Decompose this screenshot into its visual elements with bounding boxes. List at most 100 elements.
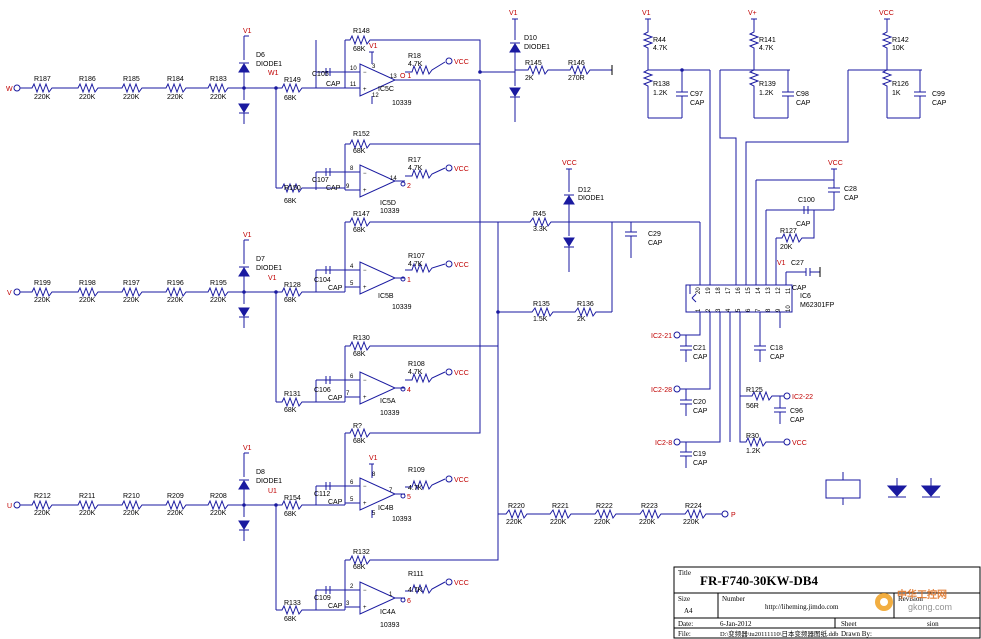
p-res-1-val: 220K	[506, 519, 523, 526]
ic5b-pin-plus: 5	[350, 281, 354, 287]
r145-val: 2K	[525, 75, 534, 82]
ic5b-rout-val: 4.7K	[408, 261, 423, 268]
c20-ref: C20	[693, 399, 706, 406]
ic5d-pin-minus: 8	[350, 166, 354, 172]
title-block: Title FR-F740-30KW-DB4 Size A4 Number ht…	[673, 566, 981, 639]
ic5a-cap-val: CAP	[328, 395, 343, 402]
ic6-pin-18: 18	[716, 287, 722, 294]
p-res-2-val: 220K	[550, 519, 567, 526]
ic6-pin-6: 6	[746, 308, 752, 312]
c97-ref: C97	[690, 91, 703, 98]
d12-ref: D12	[578, 187, 591, 194]
d12-lower-diode-icon	[563, 237, 575, 247]
sample-diode-1-icon	[886, 485, 908, 497]
w-v1-rail-label: V1	[243, 28, 252, 35]
r141-ref: R141	[759, 37, 776, 44]
c27-val: CAP	[792, 285, 807, 292]
u-input-section: U R212 220K R211 220K R210 220K R209 220…	[7, 445, 282, 541]
ic5c-plus: +	[363, 87, 367, 93]
ic2-22-label: IC2-22	[792, 394, 813, 401]
ic6-pin-1: 1	[696, 308, 702, 312]
ic5d-plus: +	[363, 188, 367, 194]
p-res-3-val: 220K	[594, 519, 611, 526]
opamp-stage-ic4b: R154 68K − + R? 68K C112 CAP 6 5 8 5 7 I…	[275, 144, 481, 610]
ic4b-plus: +	[363, 501, 367, 507]
v-res-5-ref: R195	[210, 280, 227, 287]
ic4b-vcc-label: VCC	[454, 477, 469, 484]
ic5a-cap-ref: C106	[314, 387, 331, 394]
ic5d-rf-ref: R152	[353, 131, 370, 138]
d7-ref: D7	[256, 256, 265, 263]
u-res-1-ref: R212	[34, 493, 51, 500]
u-res-5-val: 220K	[210, 510, 227, 517]
d10-v1-label: V1	[509, 10, 518, 17]
u-res-5-ref: R208	[210, 493, 227, 500]
c99-val: CAP	[932, 100, 947, 107]
c98-val: CAP	[796, 100, 811, 107]
ic5d-rf-val: 68K	[353, 148, 366, 155]
title-label: Title	[678, 569, 691, 577]
ic2-22-terminal[interactable]	[783, 392, 791, 400]
ic5c-cap-val: CAP	[326, 81, 341, 88]
r138-ref: R138	[653, 81, 670, 88]
w-input-terminal[interactable]	[13, 84, 21, 92]
ic6-pin-4: 4	[726, 308, 732, 312]
ic6-pin-9: 9	[776, 308, 782, 312]
r139-val: 1.2K	[759, 90, 774, 97]
r125-val: 56R	[746, 403, 759, 410]
p-res-5-ref: R224	[685, 503, 702, 510]
number-label: Number	[722, 595, 746, 603]
div1-v1-label: V1	[642, 10, 651, 17]
ic2-28-terminal[interactable]	[673, 385, 681, 393]
u-input-terminal[interactable]	[13, 501, 21, 509]
ic6-pin-2: 2	[706, 308, 712, 312]
c27-ref: C27	[791, 260, 804, 267]
ic4a-rf-ref: R132	[353, 549, 370, 556]
ic5a-rout-val: 4.7K	[408, 369, 423, 376]
drawn-by-label: Drawn By:	[841, 630, 872, 638]
v-input-section: V R199 220K R198 220K R197 220K R196 220…	[7, 232, 282, 328]
ic6-pin-17: 17	[726, 287, 732, 294]
revision-label: Revision	[898, 595, 923, 603]
ic6-pin-12: 12	[776, 287, 782, 294]
p-output-terminal[interactable]	[721, 510, 729, 518]
ic5c-part: 10339	[392, 100, 412, 107]
v-res-2-ref: R198	[79, 280, 96, 287]
opamp-stage-ic5b: R128 68K − + R147 68K C104 CAP 4 5 IC5B …	[275, 211, 530, 402]
ic6-section: VCC C28 CAP C100 CAP R127 20K V1 C27 CAP	[651, 70, 859, 468]
w-res-5-ref: R183	[210, 76, 227, 83]
ic5b-pin-minus: 4	[350, 264, 354, 270]
watermark-site: gkong.com	[908, 602, 952, 612]
ic5c-minus: −	[363, 70, 367, 76]
ic4b-pin-minus: 6	[350, 480, 354, 486]
c28-vcc-label: VCC	[828, 160, 843, 167]
date-value: 6-Jan-2012	[720, 620, 752, 628]
ic2-21-terminal[interactable]	[673, 331, 681, 339]
u-res-3-val: 220K	[123, 510, 140, 517]
p-res-1-ref: R220	[508, 503, 525, 510]
u-res-3-ref: R210	[123, 493, 140, 500]
ic5d-pin-a: 2	[407, 183, 411, 190]
r30-val: 1.2K	[746, 448, 761, 455]
ic5c-ref: IC5C	[378, 86, 394, 93]
ic5c-o1-pin: O 1	[400, 73, 411, 80]
ic5a-pin-a: 4	[407, 387, 411, 394]
ic5a-rout-ref: R108	[408, 361, 425, 368]
ic6-pin-19: 19	[706, 287, 712, 294]
ic2-8-terminal[interactable]	[673, 438, 681, 446]
div3-vcc-label: VCC	[879, 10, 894, 17]
ic4a-cap-ref: C109	[314, 595, 331, 602]
ic6-ref: IC6	[800, 293, 811, 300]
ic6-pin-16: 16	[736, 287, 742, 294]
v-res-1-val: 220K	[34, 297, 51, 304]
v-input-terminal[interactable]	[13, 288, 21, 296]
c29-ref: C29	[648, 231, 661, 238]
date-label: Date:	[678, 620, 693, 628]
ic5a-rf-val: 68K	[353, 351, 366, 358]
ic4a-pin-a: 6	[407, 598, 411, 605]
ic5b-ref: IC5B	[378, 293, 394, 300]
ic6-pin-7: 7	[756, 308, 762, 312]
u-res-4-val: 220K	[167, 510, 184, 517]
p-res-2-ref: R221	[552, 503, 569, 510]
